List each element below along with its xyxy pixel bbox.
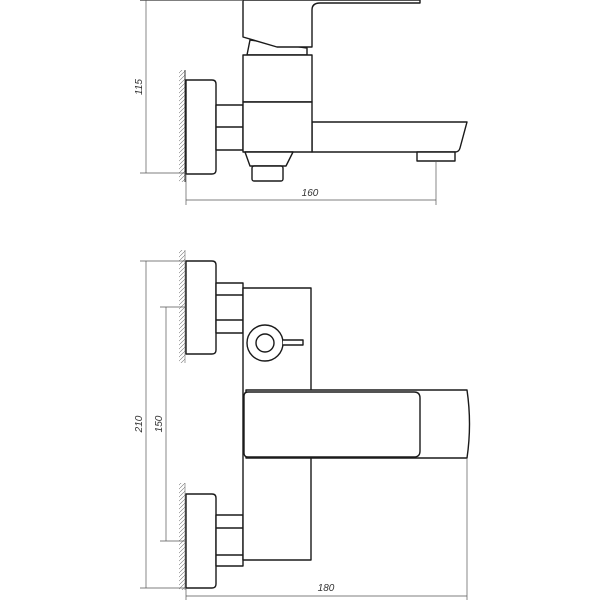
dimension-180: 180	[185, 458, 468, 600]
diverter-base	[244, 151, 294, 167]
dimension-label-180: 180	[318, 583, 335, 594]
wall-hatch-lower	[179, 483, 185, 590]
dimension-label-160: 160	[302, 188, 319, 199]
lower-inlet-pipe	[215, 514, 244, 567]
dimension-150: 150	[154, 306, 186, 542]
dimension-160: 160	[185, 161, 437, 205]
wall-hatch-upper	[179, 250, 185, 363]
dimension-label-150: 150	[154, 415, 165, 432]
diverter-tab	[283, 339, 304, 346]
upper-flange	[185, 260, 217, 355]
side-view: 115 160	[134, 0, 468, 205]
diverter-knob-inner	[255, 333, 275, 353]
dimension-210: 210	[134, 260, 186, 589]
upper-inlet-pipe	[215, 282, 244, 334]
lever-handle	[242, 0, 421, 48]
dimension-label-210: 210	[134, 415, 145, 433]
spout	[311, 121, 468, 153]
body-lower	[242, 101, 313, 153]
wall-flange	[185, 79, 217, 175]
front-view: 210 150 180	[134, 250, 471, 600]
body-upper	[242, 54, 313, 103]
wall-hatch	[179, 70, 185, 182]
aerator	[416, 151, 456, 162]
lever-front	[243, 391, 421, 458]
dimension-label-115: 115	[134, 79, 145, 95]
dimension-115: 115	[134, 0, 243, 174]
lower-flange	[185, 493, 217, 589]
diverter-cap	[251, 165, 284, 182]
